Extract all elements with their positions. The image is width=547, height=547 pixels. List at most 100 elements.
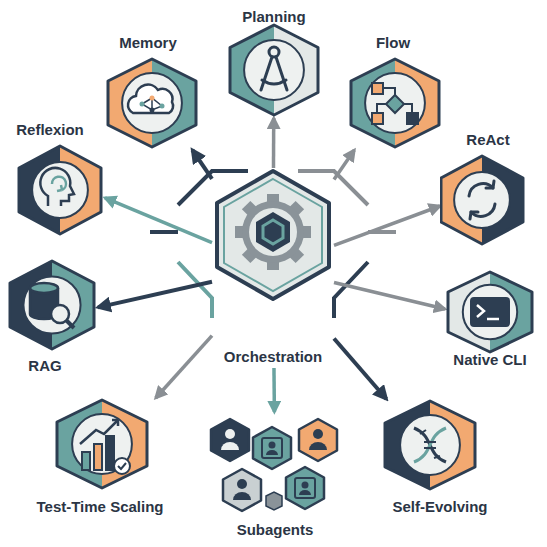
connector-arrow xyxy=(192,150,212,179)
network-dot xyxy=(150,96,155,101)
gear-tooth xyxy=(287,201,304,218)
react-icon xyxy=(469,181,495,219)
helix-strand xyxy=(414,428,446,462)
flow-box xyxy=(372,113,383,124)
cube-symbol xyxy=(266,492,282,510)
hex-outline xyxy=(19,146,101,234)
agent-cluster: Subagents xyxy=(195,412,355,540)
module-hexagon: Flow xyxy=(345,32,445,150)
hub-hexagon: Orchestration xyxy=(212,168,334,368)
trend-arrowhead xyxy=(112,420,118,426)
node-label: ReAct xyxy=(403,131,547,149)
agent-hexagon xyxy=(211,419,249,461)
hex-outline xyxy=(57,400,147,488)
node-label: Orchestration xyxy=(188,348,358,366)
person-head xyxy=(269,442,276,449)
person-head xyxy=(302,482,309,489)
chart-bar xyxy=(82,452,90,470)
flow-box xyxy=(407,113,418,124)
agent-hexagon xyxy=(253,427,291,469)
core-hexagon-inner xyxy=(263,220,283,244)
node-shape xyxy=(195,412,355,540)
module-hexagon: Self-Evolving xyxy=(375,399,500,517)
gear-tooth xyxy=(267,194,279,206)
network-dot xyxy=(160,104,165,109)
icon-disc xyxy=(23,276,80,333)
frame-line xyxy=(150,230,178,234)
connector-arrow xyxy=(334,338,386,399)
person-head xyxy=(225,429,235,439)
gear-hole xyxy=(249,208,297,256)
person-head xyxy=(237,479,247,489)
node-label: Test-Time Scaling xyxy=(15,498,185,516)
module-hexagon: Native CLI xyxy=(445,270,537,370)
agent-hexagon xyxy=(299,419,337,461)
icon-disc xyxy=(365,73,425,133)
hex-outline xyxy=(441,156,523,244)
compass-leg xyxy=(276,57,287,90)
hex-outline xyxy=(351,59,439,147)
flow-icon xyxy=(372,83,418,124)
chip-outline xyxy=(295,478,315,498)
magnifier-lens xyxy=(51,305,69,323)
cycle-arrowhead xyxy=(486,181,494,188)
module-hexagon: ReAct xyxy=(440,130,537,246)
chip-outline xyxy=(262,438,282,458)
core-hexagon xyxy=(256,212,290,252)
gear-tooth xyxy=(287,246,304,263)
hub-outline xyxy=(217,171,329,299)
person-body xyxy=(309,442,327,450)
gear-tooth xyxy=(235,226,247,238)
node-shape xyxy=(212,168,334,368)
icon-disc xyxy=(244,40,304,100)
module-hexagon: Memory xyxy=(100,32,204,150)
connector-arrow xyxy=(334,206,440,245)
gear-tooth xyxy=(242,201,259,218)
cycle-arrow xyxy=(471,204,495,216)
icon-disc xyxy=(122,73,182,133)
head-outline xyxy=(40,168,74,206)
node-label: Memory xyxy=(63,34,233,52)
gear-icon xyxy=(235,194,311,270)
prompt-chevron xyxy=(477,305,484,317)
node-label: Native CLI xyxy=(405,351,547,369)
cycle-arrow xyxy=(52,177,66,190)
gear-tooth xyxy=(267,258,279,270)
module-hexagon: RAG xyxy=(8,259,98,376)
reflexion-icon xyxy=(40,168,74,206)
node-label: Self-Evolving xyxy=(355,498,525,516)
node-label: Flow xyxy=(308,34,478,52)
connector-arrow xyxy=(98,282,212,308)
network-lines xyxy=(142,98,162,110)
node-label: Reflexion xyxy=(0,121,135,139)
cycle-arrowhead xyxy=(470,212,478,219)
database-top xyxy=(30,283,58,293)
network-dot xyxy=(140,102,145,107)
gear-tooth xyxy=(242,246,259,263)
memory-icon xyxy=(128,85,173,113)
dna-icon xyxy=(414,428,446,462)
check-circle xyxy=(114,458,130,474)
prompt-cursor xyxy=(487,318,499,321)
agent-hexagon xyxy=(223,469,261,511)
cycle-arrowhead xyxy=(57,185,62,191)
chart-bar xyxy=(106,436,114,470)
person-head xyxy=(313,429,323,439)
compass-hinge xyxy=(269,47,279,57)
cloud-shape xyxy=(128,85,173,113)
scaling-icon xyxy=(80,420,130,474)
trend-arrow xyxy=(80,420,118,444)
hex-outline xyxy=(10,261,94,349)
flow-links xyxy=(377,88,412,113)
agent-hexagon xyxy=(286,467,324,509)
connector-arrow xyxy=(272,118,276,168)
helix-rungs xyxy=(420,430,440,458)
check-mark xyxy=(118,463,126,469)
module-hexagon: Reflexion xyxy=(10,120,105,236)
person-body xyxy=(221,442,239,450)
rag-icon xyxy=(30,283,74,328)
hex-outline xyxy=(448,272,532,352)
node-label: Planning xyxy=(189,8,359,26)
network-dot xyxy=(150,108,155,113)
